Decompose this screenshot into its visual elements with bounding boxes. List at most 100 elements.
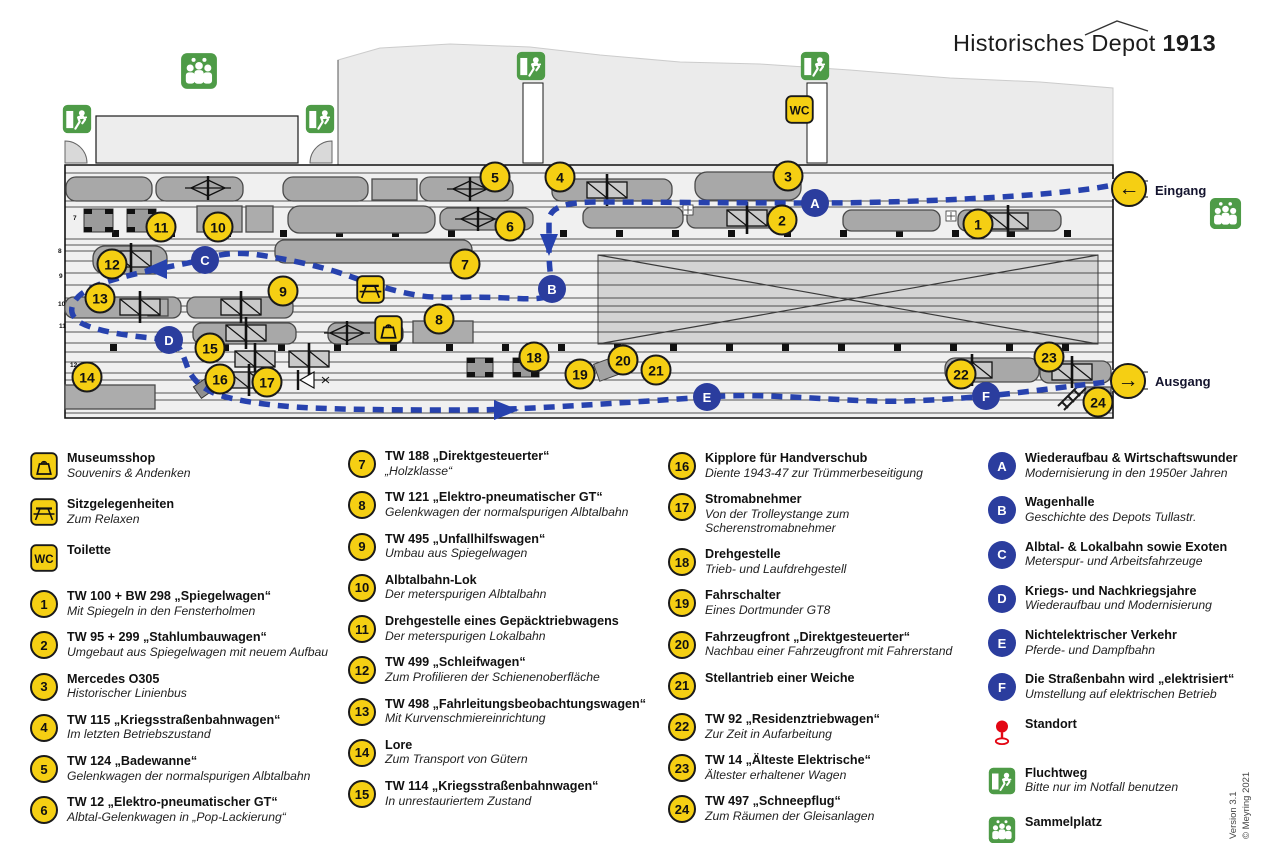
legend-marker-16: 16 bbox=[668, 452, 696, 480]
legend-marker-11: 11 bbox=[348, 615, 376, 643]
legend-item-title: Sitzgelegenheiten bbox=[67, 497, 175, 511]
legend-item-subtitle: Im letzten Betriebszustand bbox=[67, 727, 211, 742]
legend-marker-D: D bbox=[988, 584, 1016, 613]
legend-item-title: Drehgestelle eines Gepäcktriebwagens bbox=[385, 614, 619, 628]
legend-item-subtitle: Umbau aus Spiegelwagen bbox=[385, 546, 528, 561]
legend-item-title: TW 100 + BW 298 „Spiegelwagen“ bbox=[67, 589, 272, 603]
wagon-box bbox=[371, 178, 418, 201]
track-number: 10 bbox=[58, 301, 66, 308]
legend-item-title: Fahrzeugfront „Direktgesteuerter“ bbox=[705, 629, 911, 644]
legend-item-pin: Standort bbox=[988, 716, 1266, 751]
legend-item-subtitle: Geschichte des Depots Tullastr. bbox=[1025, 509, 1197, 524]
legend-item-title: TW 95 + 299 „Stahlumbauwagen“ bbox=[67, 630, 267, 645]
wc-icon: WC bbox=[30, 544, 58, 577]
pin-icon bbox=[988, 718, 1016, 751]
legend-marker-B: B bbox=[988, 496, 1016, 525]
legend-item-title: TW 14 „Älteste Elektrische“ bbox=[705, 753, 871, 768]
legend-item-title: Standort bbox=[1025, 716, 1077, 731]
legend-marker-17: 17 bbox=[668, 493, 696, 522]
legend-marker-C: C bbox=[988, 540, 1016, 569]
legend-item-subtitle: Zum Profilieren der Schienenoberfläche bbox=[385, 669, 600, 684]
legend-item-title: TW 499 „Schleifwagen“ bbox=[385, 655, 526, 670]
legend-item-subtitle: Souvenirs & Andenken bbox=[67, 465, 191, 480]
legend-item-subtitle: Zum Relaxen bbox=[67, 511, 140, 526]
legend-item-subtitle: Gelenkwagen der normalspurigen Albtalbah… bbox=[67, 768, 311, 783]
legend-item-wc: WC Toilette bbox=[30, 543, 342, 577]
legend-item-title: TW 115 „Kriegsstraßenbahnwagen“ bbox=[67, 712, 281, 727]
legend-item-title: Die Straßenbahn wird „elektrisiert“ bbox=[1025, 672, 1235, 687]
legend-item-subtitle: Zum Transport von Gütern bbox=[385, 752, 528, 767]
legend-item-subtitle: „Holzklasse“ bbox=[385, 463, 453, 478]
bag-icon bbox=[30, 452, 58, 485]
legend-item-title: Toilette bbox=[67, 543, 111, 557]
track-number: 7 bbox=[73, 215, 77, 222]
version-note: Version 3.1 © Meyring 2021 bbox=[1228, 753, 1258, 839]
legend-item-subtitle: Wiederaufbau und Modernisierung bbox=[1025, 598, 1212, 613]
legend-item-title: TW 92 „Residenztriebwagen“ bbox=[705, 711, 880, 726]
legend-item-title: Fluchtweg bbox=[1025, 765, 1088, 780]
exhibit-24-ladder-shape bbox=[1057, 383, 1087, 411]
legend-item-subtitle: Bitte nur im Notfall benutzen bbox=[1025, 780, 1179, 795]
legend-item-subtitle: Mit Spiegeln in den Fensterholmen bbox=[67, 603, 256, 618]
wagon-box bbox=[412, 320, 474, 344]
track-number: 9 bbox=[59, 273, 63, 280]
legend-marker-10: 10 bbox=[348, 573, 376, 602]
legend-item-subtitle: Mit Kurvenschmiereinrichtung bbox=[385, 711, 546, 726]
legend-item-subtitle: In unrestauriertem Zustand bbox=[385, 793, 532, 808]
route-arrowhead bbox=[144, 259, 167, 279]
legend-marker-A: A bbox=[988, 452, 1016, 480]
legend-item-title: TW 188 „Direktgesteuerter“ bbox=[385, 449, 550, 463]
route-arrowhead bbox=[494, 400, 519, 420]
legend-item-assembly: Sammelplatz bbox=[988, 814, 1266, 843]
legend-marker-3: 3 bbox=[30, 672, 58, 701]
legend-item-title: Kriegs- und Nachkriegsjahre bbox=[1025, 583, 1197, 598]
tram-shape bbox=[274, 239, 473, 264]
exit-arrow-icon: → bbox=[1110, 363, 1146, 399]
bogie-shape bbox=[83, 208, 114, 233]
legend-item-title: TW 497 „Schneepflug“ bbox=[705, 794, 841, 809]
legend-item-subtitle: Der meterspurigen Albtalbahn bbox=[385, 587, 547, 602]
exit-label: Ausgang bbox=[1155, 374, 1211, 389]
legend-marker-15: 15 bbox=[348, 780, 376, 808]
legend-item-subtitle: Zum Räumen der Gleisanlagen bbox=[705, 809, 875, 823]
version-line: Version 3.1 bbox=[1228, 791, 1239, 839]
legend-item-title: Sammelplatz bbox=[1025, 814, 1102, 829]
legend-item-subtitle: Diente 1943-47 zur Trümmerbeseitigung bbox=[705, 465, 923, 480]
tram-shape bbox=[287, 205, 436, 234]
tram-shape bbox=[65, 176, 153, 202]
exit-arrow-glyph: → bbox=[1117, 369, 1139, 392]
legend-item-title: Kipplore für Handverschub bbox=[705, 451, 868, 465]
legend-marker-1: 1 bbox=[30, 590, 58, 618]
track-number: 12 bbox=[70, 362, 78, 369]
legend-item-title: TW 498 „Fahrleitungsbeobachtungswagen“ bbox=[385, 696, 647, 711]
poster-title-year: 1913 bbox=[1162, 30, 1216, 56]
legend-item-title: Mercedes O305 bbox=[67, 671, 160, 686]
legend-item-subtitle: Trieb- und Laufdrehgestell bbox=[705, 561, 847, 576]
tram-shape bbox=[842, 209, 941, 232]
legend-marker-8: 8 bbox=[348, 491, 376, 520]
legend-marker-21: 21 bbox=[668, 671, 696, 700]
legend-item-title: Albtal- & Lokalbahn sowie Exoten bbox=[1025, 539, 1228, 554]
legend-item-15: 15 TW 114 „Kriegsstraßenbahnwagen“In unre… bbox=[348, 779, 662, 808]
roof-icon bbox=[1084, 20, 1149, 36]
legend-item-7: 7 TW 188 „Direktgesteuerter“„Holzklasse“ bbox=[348, 449, 662, 478]
visitor-route-path bbox=[69, 183, 1109, 413]
legend-marker-2: 2 bbox=[30, 631, 58, 660]
legend-item-title: TW 114 „Kriegsstraßenbahnwagen“ bbox=[385, 779, 599, 793]
legend-item-title: Nichtelektrischer Verkehr bbox=[1025, 628, 1177, 642]
poster-title: Historisches Depot 1913 bbox=[953, 30, 1216, 57]
legend-marker-7: 7 bbox=[348, 450, 376, 478]
legend-item-subtitle: Nachbau einer Fahrzeugfront mit Fahrerst… bbox=[705, 644, 953, 659]
